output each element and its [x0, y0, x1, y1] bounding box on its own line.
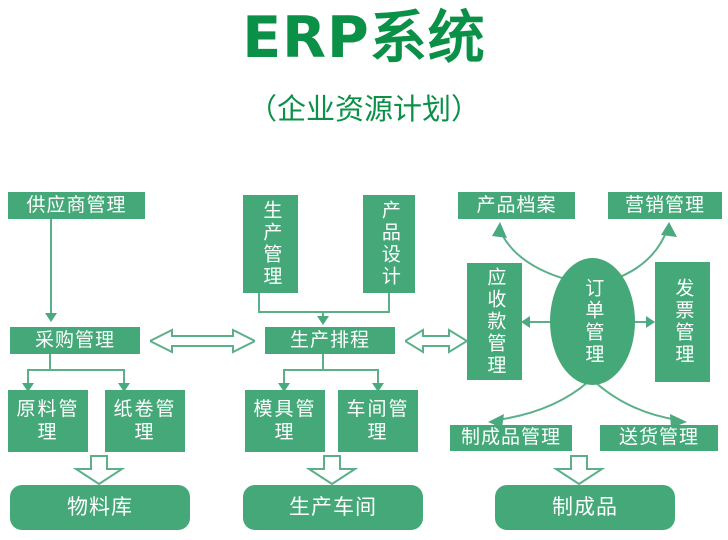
- node-order-management[interactable]: 订单管理: [550, 258, 635, 385]
- connector-scheduling-stem: [322, 354, 324, 370]
- curve-order-to-finished-goods: [470, 378, 600, 433]
- node-production-workshop[interactable]: 生产车间: [243, 485, 423, 530]
- connector-purchasing-to-raw: [27, 369, 29, 385]
- connector-production-mgmt-down: [258, 293, 260, 313]
- connector-purchasing-to-roll: [123, 369, 125, 385]
- node-production-management[interactable]: 生产管理: [243, 195, 298, 293]
- double-arrow-scheduling-order: [405, 328, 467, 354]
- node-purchasing-management[interactable]: 采购管理: [10, 327, 140, 354]
- node-workshop-management[interactable]: 车间管理: [338, 390, 418, 452]
- node-supplier-management[interactable]: 供应商管理: [8, 192, 145, 219]
- node-finished-products[interactable]: 制成品: [495, 485, 675, 530]
- arrowhead-purchasing-to-raw: [22, 383, 34, 392]
- connector-middle-merge: [258, 311, 390, 313]
- node-raw-material-management[interactable]: 原料管理: [8, 390, 88, 452]
- node-marketing-management[interactable]: 营销管理: [608, 192, 722, 219]
- connector-purchasing-stem: [49, 354, 51, 370]
- page-subtitle: （企业资源计划）: [247, 92, 480, 126]
- node-paper-roll-management[interactable]: 纸卷管理: [105, 390, 185, 452]
- connector-scheduling-to-mold: [283, 369, 285, 385]
- node-material-warehouse[interactable]: 物料库: [10, 485, 190, 530]
- node-delivery-management[interactable]: 送货管理: [600, 425, 718, 451]
- arrowhead-purchasing-to-roll: [118, 383, 130, 392]
- block-arrow-to-material-warehouse: [70, 455, 128, 485]
- node-mold-management[interactable]: 模具管理: [245, 390, 325, 452]
- connector-purchasing-split: [27, 369, 125, 371]
- curve-order-to-delivery: [590, 378, 710, 433]
- arrowhead-to-production-scheduling: [317, 316, 329, 325]
- node-invoice-management[interactable]: 发票管理: [655, 262, 710, 382]
- connector-order-to-receivables: [530, 321, 552, 323]
- arrowhead-scheduling-to-mold: [278, 383, 290, 392]
- double-arrow-purchasing-scheduling: [150, 328, 255, 354]
- node-finished-goods-management[interactable]: 制成品管理: [450, 425, 572, 451]
- connector-scheduling-to-workshop: [377, 369, 379, 385]
- page-title: ERP系统: [242, 5, 486, 71]
- node-production-scheduling[interactable]: 生产排程: [265, 327, 395, 354]
- node-receivables-management[interactable]: 应收款管理: [467, 263, 522, 380]
- block-arrow-to-production-workshop: [303, 455, 361, 485]
- connector-merge-stem: [322, 311, 324, 319]
- connector-scheduling-split: [283, 369, 379, 371]
- connector-product-design-down: [388, 293, 390, 313]
- node-product-design[interactable]: 产品设计: [363, 195, 415, 293]
- connector-supplier-to-purchasing: [50, 219, 52, 315]
- arrowhead-order-to-receivables: [521, 316, 530, 328]
- connector-order-to-invoice: [634, 321, 654, 323]
- arrowhead-scheduling-to-workshop: [372, 383, 384, 392]
- block-arrow-to-finished-products: [550, 455, 608, 485]
- arrowhead-order-to-invoice: [646, 316, 655, 328]
- arrowhead-supplier-to-purchasing: [45, 313, 57, 322]
- node-product-archive[interactable]: 产品档案: [458, 192, 575, 219]
